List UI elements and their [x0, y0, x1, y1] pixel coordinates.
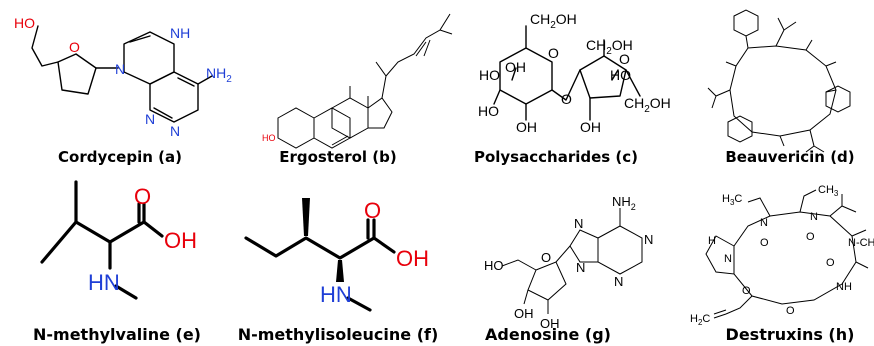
polysaccharide-ho-3: HO [610, 67, 631, 83]
caption-ergosterol: Ergosterol (b) [279, 148, 396, 166]
cordycepin-nh2-label: NH2 [206, 65, 232, 85]
destruxin-n-2: N [810, 211, 818, 223]
adenosine-oh-2-label: OH [540, 316, 560, 331]
nmethylisoleucine-hn-label: HN [320, 282, 352, 307]
caption-n-methylisoleucine: N-methylisoleucine (f) [238, 325, 439, 344]
nmethylisoleucine-o-label: O [364, 198, 381, 223]
cordycepin-n1-label: N [170, 123, 180, 139]
nmethylisoleucine-oh-label: OH [396, 246, 429, 271]
polysaccharide-ho-1: HO [479, 67, 500, 83]
adenosine-ring-o-label: O [541, 250, 551, 265]
adenosine-n1-label: N [644, 232, 653, 247]
polysaccharide-ring-o1: O [548, 45, 559, 61]
adenosine-n3-label: N [614, 274, 623, 289]
destruxin-h2c: H2C [690, 313, 710, 327]
caption-cordycepin: Cordycepin (a) [58, 148, 182, 166]
adenosine-n9-label: N [576, 260, 585, 275]
structure-polysaccharide: CH2OH CH2OH CH2OH O O O OH HO HO OH OH H… [478, 11, 671, 135]
structure-destruxins: H3C CH3 N N N-CH NH N H O O O O O H2C [690, 184, 874, 327]
structure-beauvericin [707, 9, 851, 153]
adenosine-nh2-label: NH2 [612, 194, 636, 212]
cordycepin-n9-label: N [115, 61, 125, 77]
polysaccharide-ch2oh-top: CH2OH [530, 11, 577, 31]
destruxin-o-5: O [826, 257, 835, 269]
destruxin-n-1: N [760, 217, 768, 229]
adenosine-n7-label: N [574, 216, 583, 231]
polysaccharide-oh-1: OH [505, 59, 526, 75]
destruxin-h-pro: H [708, 235, 716, 247]
polysaccharide-oh-2: OH [516, 119, 537, 135]
structure-adenosine: NH2 N N N N HO O OH OH [484, 194, 653, 331]
destruxin-h3c-top: H3C [722, 193, 742, 207]
nmethylvaline-hn-label: HN [88, 270, 120, 295]
caption-polysaccharides: Polysaccharides (c) [474, 148, 638, 166]
cordycepin-n3-label: N [145, 111, 155, 127]
destruxin-n-me: N-CH [848, 237, 874, 249]
structure-ergosterol: HO [262, 13, 453, 149]
nmethylvaline-o-label: O [134, 184, 151, 209]
destruxin-nh: NH [836, 281, 852, 293]
polysaccharide-oh-3: OH [580, 119, 601, 135]
polysaccharide-ho-2: HO [478, 103, 499, 119]
structure-n-methylisoleucine: O OH HN [244, 198, 429, 312]
destruxin-o-4: O [806, 231, 815, 243]
polysaccharide-ch2oh-mid: CH2OH [586, 37, 633, 57]
nmethylvaline-oh-label: OH [164, 228, 197, 253]
adenosine-ho-label: HO [484, 258, 504, 273]
adenosine-oh-1-label: OH [514, 306, 534, 321]
caption-destruxins: Destruxins (h) [726, 325, 855, 344]
cordycepin-nh-label: NH [170, 25, 190, 41]
destruxin-o-1: O [760, 237, 769, 249]
polysaccharide-bridge-o: O [561, 91, 572, 107]
cordycepin-ho-label: HO [14, 15, 35, 31]
caption-n-methylvaline: N-methylvaline (e) [33, 325, 201, 344]
destruxin-o-3: O [786, 305, 795, 317]
nmethylisoleucine-wedge-n [336, 260, 344, 282]
ergosterol-ho-label: HO [262, 133, 276, 143]
polysaccharide-ring-o2: O [619, 51, 630, 67]
structure-n-methylvaline: O OH HN [40, 180, 197, 300]
caption-beauvericin: Beauvericin (d) [725, 148, 854, 166]
caption-adenosine: Adenosine (g) [485, 325, 611, 344]
structure-cordycepin: HO O N NH NH2 N N [14, 15, 232, 139]
destruxin-n-pro: N [724, 253, 732, 265]
cordycepin-o-label: O [69, 39, 80, 55]
polysaccharide-ch2oh-right: CH2OH [624, 95, 671, 115]
destruxin-o-2: O [742, 285, 751, 297]
destruxin-ch3-top: CH3 [818, 184, 839, 198]
nmethylisoleucine-wedge-methyl [302, 198, 310, 236]
